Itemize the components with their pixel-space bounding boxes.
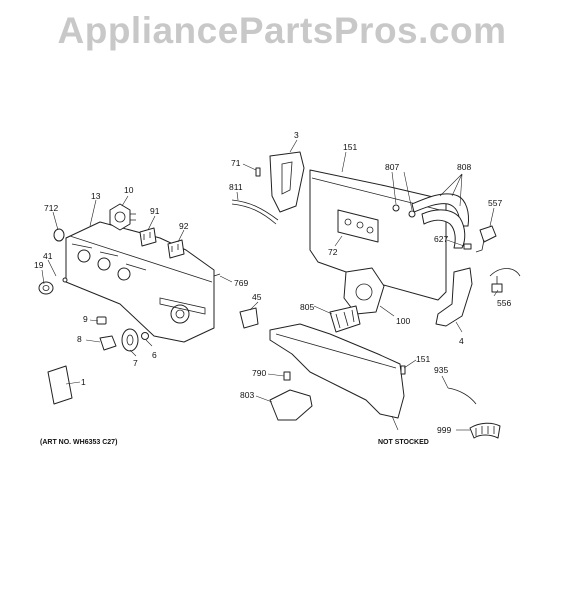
leader-lines [41,139,499,431]
screw-71-part[interactable] [255,167,261,177]
ring-999-part[interactable] [469,422,501,439]
knob-insert-6-part[interactable] [141,332,149,340]
label-1: 1 [81,377,86,387]
harness-556-part[interactable] [489,268,521,293]
console-base-part[interactable] [269,323,405,419]
not-stocked-label: NOT STOCKED [378,439,429,446]
label-8: 8 [77,334,82,344]
label-999: 999 [437,425,451,435]
label-19: 19 [34,260,44,270]
label-92: 92 [179,221,189,231]
callout-labels: 3 151 71 807 808 811 10 13 557 712 91 92… [34,130,511,446]
knob-8-part[interactable] [99,335,117,351]
label-808: 808 [457,162,471,172]
label-4: 4 [459,336,464,346]
switch-91-part[interactable] [139,227,157,247]
switch-805-part[interactable] [329,305,361,333]
dispenser-803-part[interactable] [269,389,313,421]
label-151-bottom: 151 [416,354,430,364]
label-10: 10 [124,185,134,195]
label-151-top: 151 [343,142,357,152]
label-807: 807 [385,162,399,172]
clip-769-part[interactable] [213,273,221,277]
label-557: 557 [488,198,502,208]
end-cap-3-part[interactable] [269,151,305,213]
art-number-label: (ART NO. WH6353 C27) [40,439,117,446]
control-panel-part[interactable] [65,221,215,343]
clip-790-part[interactable] [283,371,291,381]
label-556: 556 [497,298,511,308]
label-769: 769 [234,278,248,288]
rear-panel-part[interactable] [309,169,447,301]
button-9-part[interactable] [96,316,107,325]
end-cap-4-part[interactable] [435,267,473,327]
label-790: 790 [252,368,266,378]
label-7: 7 [133,358,138,368]
timer-100-part[interactable] [343,267,385,315]
inlet-hose-808-part[interactable] [411,193,469,249]
label-45: 45 [252,292,262,302]
knob-clip-part[interactable] [62,277,68,283]
watermark-text: AppliancePartsPros.com [57,10,507,51]
label-935: 935 [434,365,448,375]
wire-harness-811-part[interactable] [231,199,279,225]
label-3: 3 [294,130,299,140]
label-803: 803 [240,390,254,400]
label-91: 91 [150,206,160,216]
label-712: 712 [44,203,58,213]
label-811: 811 [229,182,243,192]
label-805: 805 [300,302,314,312]
label-41: 41 [43,251,53,261]
switch-45-part[interactable] [239,307,259,329]
knob-7-part[interactable] [121,328,139,352]
label-6: 6 [152,350,157,360]
knob-part[interactable] [38,281,54,295]
knob-712-part[interactable] [53,228,65,242]
literature-part[interactable] [47,365,73,405]
label-100: 100 [396,316,410,326]
label-72: 72 [328,247,338,257]
wire-935-part[interactable] [447,387,477,405]
washer-807-part[interactable] [392,204,416,218]
label-627: 627 [434,234,448,244]
switch-557-part[interactable] [475,225,497,253]
label-71: 71 [231,158,241,168]
label-13: 13 [91,191,101,201]
selector-switch-part[interactable] [109,203,136,231]
clip-627-part[interactable] [463,243,472,250]
label-9: 9 [83,314,88,324]
switch-92-part[interactable] [167,239,185,259]
screw-151b-part[interactable] [400,365,406,375]
